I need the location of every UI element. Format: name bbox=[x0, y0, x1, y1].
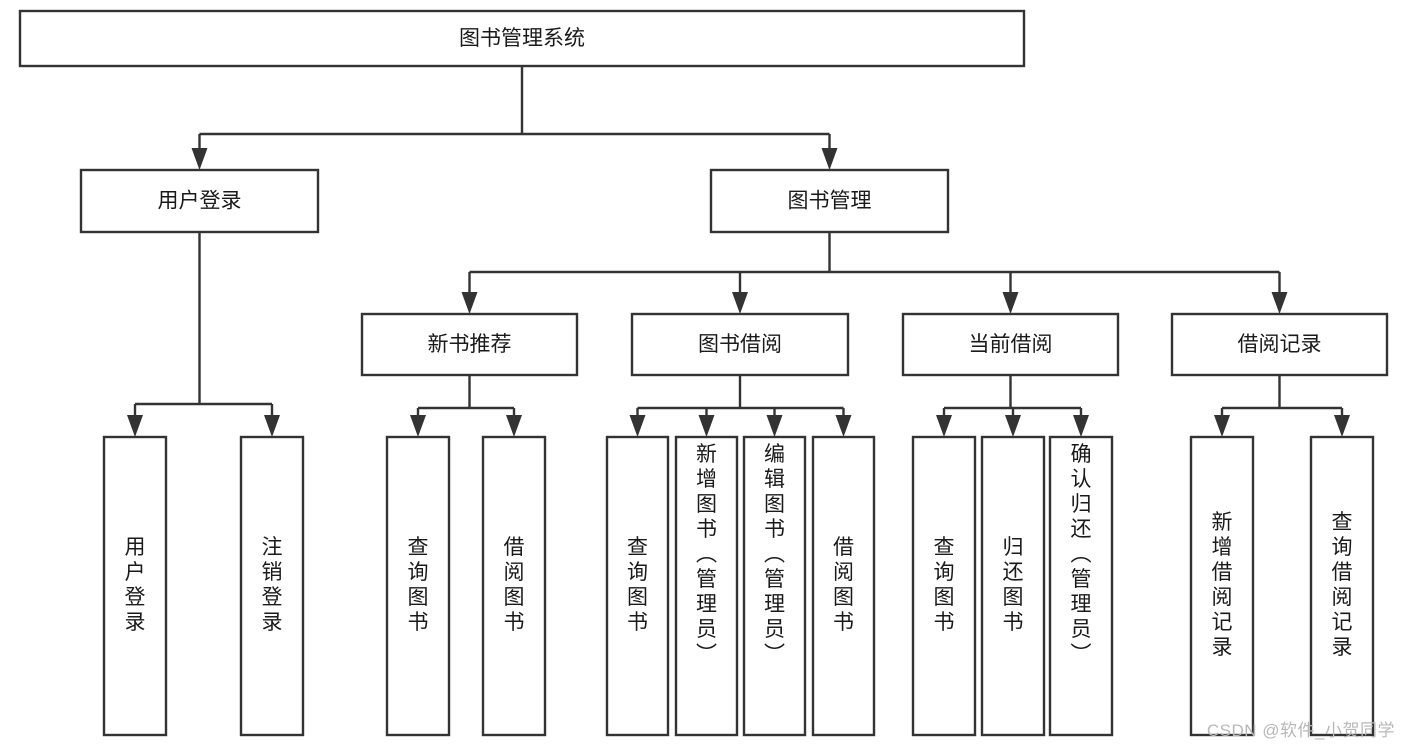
node-layer: 图书管理系统用户登录图书管理新书推荐图书借阅当前借阅借阅记录用户登录注销登录查询… bbox=[18, 9, 1389, 737]
node-label: 图书管理 bbox=[788, 190, 872, 213]
arrow-head-icon bbox=[629, 415, 646, 437]
arrow-head-icon bbox=[936, 415, 952, 437]
arrow-head-icon bbox=[1334, 415, 1350, 437]
node-borrow-record[interactable]: 借阅记录 bbox=[1170, 312, 1389, 377]
arrow-head-icon bbox=[410, 415, 426, 437]
connector-group-book-borrow bbox=[629, 375, 852, 437]
arrow-head-icon bbox=[264, 415, 280, 437]
arrow-head-icon bbox=[461, 292, 478, 314]
node-box[interactable] bbox=[901, 312, 1120, 377]
node-label: 用户登录 bbox=[125, 536, 146, 634]
node-leaf-confirm-return[interactable]: 确认归还︵管理员︶ bbox=[1048, 435, 1114, 737]
arrow-head-icon bbox=[1005, 415, 1021, 437]
node-label: 新增图书︵管理员︶ bbox=[696, 443, 717, 666]
node-new-book-rec[interactable]: 新书推荐 bbox=[360, 312, 579, 377]
node-box[interactable] bbox=[605, 435, 670, 737]
node-box[interactable] bbox=[239, 435, 305, 737]
node-box[interactable] bbox=[1309, 435, 1375, 737]
arrow-head-icon bbox=[1002, 292, 1019, 314]
node-label: 图书借阅 bbox=[698, 333, 782, 356]
node-box[interactable] bbox=[811, 435, 876, 737]
node-leaf-query-book-cb[interactable]: 查询图书 bbox=[911, 435, 977, 737]
node-book-manage[interactable]: 图书管理 bbox=[709, 168, 950, 234]
node-box[interactable] bbox=[1189, 435, 1255, 737]
node-box[interactable] bbox=[742, 435, 807, 737]
node-box[interactable] bbox=[360, 312, 579, 377]
node-box[interactable] bbox=[481, 435, 547, 737]
node-current-borrow[interactable]: 当前借阅 bbox=[901, 312, 1120, 377]
node-leaf-query-book-rec[interactable]: 查询图书 bbox=[385, 435, 451, 737]
connector-group-borrow-record bbox=[1214, 375, 1350, 437]
node-leaf-borrow-book-rec[interactable]: 借阅图书 bbox=[481, 435, 547, 737]
node-leaf-add-book[interactable]: 新增图书︵管理员︶ bbox=[674, 435, 739, 737]
node-label: 编辑图书︵管理员︶ bbox=[764, 443, 785, 666]
connector-group-current-borrow bbox=[936, 375, 1089, 437]
node-label: 图书管理系统 bbox=[459, 27, 585, 50]
node-label: 注销登录 bbox=[262, 536, 283, 634]
node-box[interactable] bbox=[630, 312, 850, 377]
node-leaf-return-book[interactable]: 归还图书 bbox=[980, 435, 1046, 737]
node-leaf-logout[interactable]: 注销登录 bbox=[239, 435, 305, 737]
connector-layer bbox=[127, 66, 1350, 437]
arrow-head-icon bbox=[191, 148, 208, 170]
node-label: 新增借阅记录 bbox=[1212, 511, 1233, 659]
arrow-head-icon bbox=[1214, 415, 1230, 437]
arrow-head-icon bbox=[698, 415, 715, 437]
node-box[interactable] bbox=[102, 435, 168, 737]
node-box[interactable] bbox=[385, 435, 451, 737]
node-box[interactable] bbox=[674, 435, 739, 737]
arrow-head-icon bbox=[1073, 415, 1089, 437]
node-user-login[interactable]: 用户登录 bbox=[79, 168, 320, 234]
connector-group-book-manage bbox=[461, 232, 1288, 314]
node-book-borrow[interactable]: 图书借阅 bbox=[630, 312, 850, 377]
node-label: 用户登录 bbox=[158, 190, 242, 213]
node-label: 归还图书 bbox=[1003, 536, 1024, 634]
node-box[interactable] bbox=[18, 9, 1026, 68]
node-box[interactable] bbox=[980, 435, 1046, 737]
node-leaf-add-record[interactable]: 新增借阅记录 bbox=[1189, 435, 1255, 737]
node-label: 查询图书 bbox=[934, 536, 955, 634]
node-leaf-query-book-bb[interactable]: 查询图书 bbox=[605, 435, 670, 737]
node-label: 查询图书 bbox=[627, 536, 648, 634]
arrow-head-icon bbox=[821, 148, 838, 170]
node-box[interactable] bbox=[911, 435, 977, 737]
node-label: 借阅图书 bbox=[833, 536, 854, 634]
arrow-head-icon bbox=[1271, 292, 1288, 314]
connector-group-user-login bbox=[127, 232, 280, 437]
arrow-head-icon bbox=[835, 415, 852, 437]
node-label: 借阅图书 bbox=[504, 536, 525, 634]
arrow-head-icon bbox=[127, 415, 143, 437]
node-label: 借阅记录 bbox=[1238, 333, 1322, 356]
arrow-head-icon bbox=[766, 415, 783, 437]
node-root[interactable]: 图书管理系统 bbox=[18, 9, 1026, 68]
node-label: 查询图书 bbox=[408, 536, 429, 634]
node-label: 确认归还︵管理员︶ bbox=[1071, 443, 1092, 666]
csdn-watermark: CSDN @软件_小贺同学 bbox=[1206, 721, 1395, 740]
node-box[interactable] bbox=[1048, 435, 1114, 737]
connector-group-root bbox=[191, 66, 838, 170]
node-leaf-query-record[interactable]: 查询借阅记录 bbox=[1309, 435, 1375, 737]
connector-group-new-book-rec bbox=[410, 375, 522, 437]
node-leaf-user-login[interactable]: 用户登录 bbox=[102, 435, 168, 737]
node-label: 新书推荐 bbox=[428, 333, 512, 356]
node-label: 当前借阅 bbox=[969, 333, 1053, 356]
node-leaf-borrow-book-bb[interactable]: 借阅图书 bbox=[811, 435, 876, 737]
arrow-head-icon bbox=[506, 415, 522, 437]
node-box[interactable] bbox=[1170, 312, 1389, 377]
arrow-head-icon bbox=[732, 292, 748, 314]
node-box[interactable] bbox=[709, 168, 950, 234]
node-leaf-edit-book[interactable]: 编辑图书︵管理员︶ bbox=[742, 435, 807, 737]
node-label: 查询借阅记录 bbox=[1332, 511, 1353, 659]
node-box[interactable] bbox=[79, 168, 320, 234]
